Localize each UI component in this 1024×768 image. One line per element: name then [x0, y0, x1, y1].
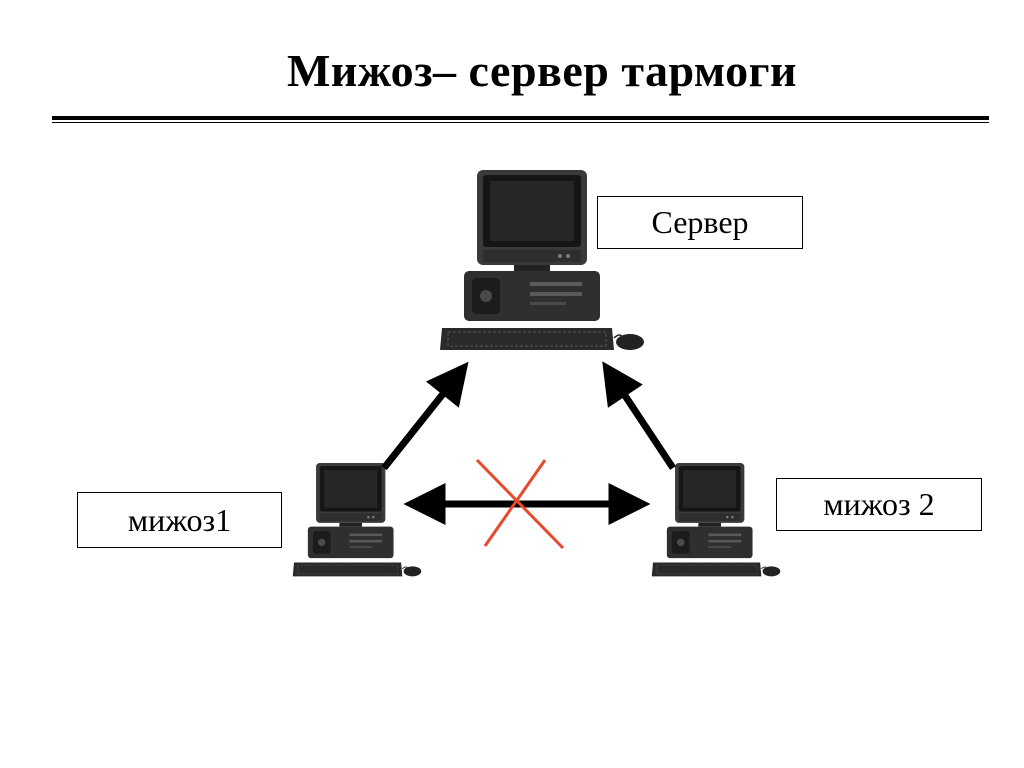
client1-label: мижоз1: [127, 501, 232, 538]
client1-label-box: мижоз1: [77, 492, 282, 548]
server-label-box: Сервер: [597, 196, 803, 249]
title-divider-thick: [52, 116, 989, 120]
client2-to-server-arrow: [602, 361, 676, 470]
red-cross-icon: [475, 458, 565, 550]
client2-label: мижоз 2: [823, 486, 935, 522]
client2-label-box: мижоз 2: [776, 478, 982, 531]
slide-title: Мижоз– сервер тармоги: [286, 45, 798, 96]
client1-to-server-arrow: [381, 361, 469, 471]
server-label: Сервер: [651, 204, 749, 240]
client2-computer-icon: [651, 462, 781, 577]
title-divider-thin: [52, 122, 989, 123]
client1-computer-icon: [292, 462, 422, 577]
